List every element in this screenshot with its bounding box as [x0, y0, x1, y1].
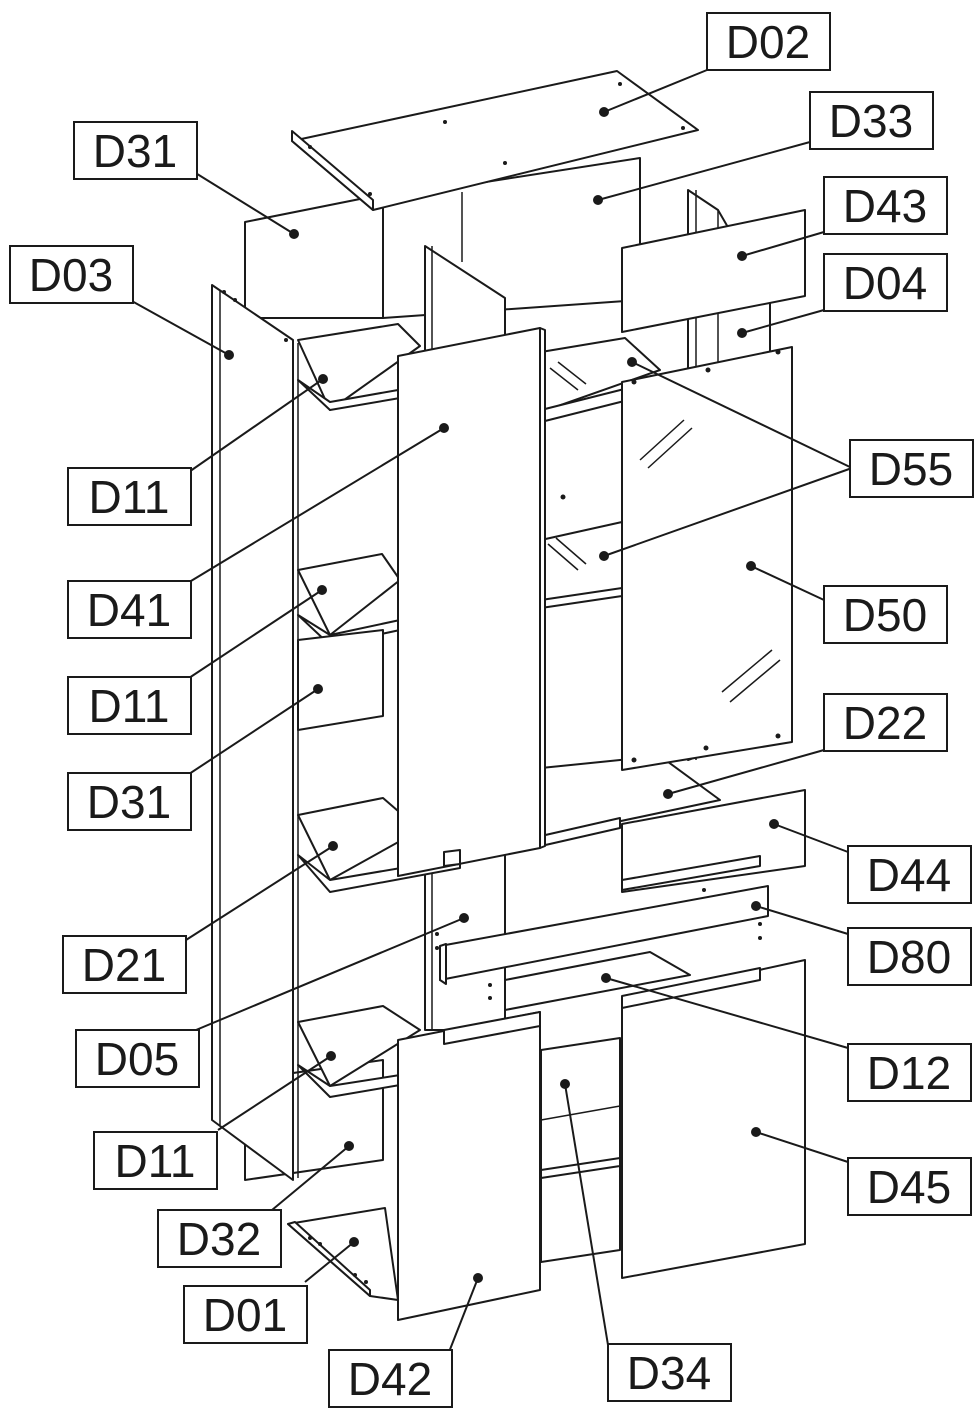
- label-d31-top: D31: [73, 121, 198, 180]
- svg-text:D33: D33: [829, 95, 913, 147]
- svg-text:D11: D11: [115, 1135, 196, 1187]
- svg-text:D31: D31: [93, 125, 177, 177]
- part-d50-glass-door: [621, 346, 793, 771]
- svg-text:D55: D55: [869, 443, 953, 495]
- label-d50: D50: [823, 585, 948, 644]
- part-d43-drawer-front: [621, 209, 806, 333]
- part-d41-door: [397, 327, 541, 877]
- label-d22: D22: [823, 693, 948, 752]
- svg-text:D01: D01: [203, 1289, 287, 1341]
- label-d12: D12: [847, 1043, 972, 1102]
- label-d01: D01: [183, 1285, 308, 1344]
- svg-text:D22: D22: [843, 697, 927, 749]
- part-d34-back-lower: [540, 1037, 621, 1263]
- svg-text:D44: D44: [867, 849, 951, 901]
- part-d42-door: [397, 1011, 541, 1321]
- label-d02: D02: [706, 12, 831, 71]
- label-d04: D04: [823, 253, 948, 312]
- svg-text:D50: D50: [843, 589, 927, 641]
- label-d11-upper: D11: [67, 467, 192, 526]
- label-d31-middle: D31: [67, 772, 192, 831]
- part-d45-door: [621, 959, 806, 1279]
- part-d12-shelf: [504, 951, 691, 1011]
- label-d21: D21: [62, 935, 187, 994]
- svg-text:D05: D05: [95, 1033, 179, 1085]
- svg-text:D41: D41: [87, 584, 171, 636]
- svg-text:D21: D21: [82, 939, 166, 991]
- svg-text:D80: D80: [867, 931, 951, 983]
- svg-text:D04: D04: [843, 257, 927, 309]
- part-d31-back-middle: [297, 629, 384, 731]
- label-d42: D42: [328, 1349, 453, 1408]
- label-d44: D44: [847, 845, 972, 904]
- cabinet-parts: [211, 70, 806, 1321]
- svg-text:D32: D32: [177, 1213, 261, 1265]
- svg-text:D42: D42: [348, 1353, 432, 1405]
- svg-text:D34: D34: [627, 1347, 711, 1399]
- part-d11-shelf-upper: [297, 323, 421, 411]
- label-d32: D32: [157, 1209, 282, 1268]
- label-d34: D34: [607, 1343, 732, 1402]
- label-d43: D43: [823, 176, 948, 235]
- svg-text:D03: D03: [29, 249, 113, 301]
- svg-text:D11: D11: [89, 471, 170, 523]
- label-d33: D33: [809, 91, 934, 150]
- label-d45: D45: [847, 1157, 972, 1216]
- part-labels: D02 D33 D31 D43 D03 D04 D55 D11 D41 D50 …: [9, 12, 974, 1408]
- svg-text:D11: D11: [89, 680, 170, 732]
- label-d03: D03: [9, 245, 134, 304]
- label-d11-lower: D11: [93, 1131, 218, 1190]
- label-d05: D05: [75, 1029, 200, 1088]
- label-d55: D55: [849, 439, 974, 498]
- leader-lines: [129, 69, 853, 1353]
- label-d80: D80: [847, 927, 972, 986]
- svg-text:D02: D02: [726, 16, 810, 68]
- label-d11-middle: D11: [67, 676, 192, 735]
- svg-text:D12: D12: [867, 1047, 951, 1099]
- svg-text:D43: D43: [843, 180, 927, 232]
- svg-text:D31: D31: [87, 776, 171, 828]
- label-d41: D41: [67, 580, 192, 639]
- svg-text:D45: D45: [867, 1161, 951, 1213]
